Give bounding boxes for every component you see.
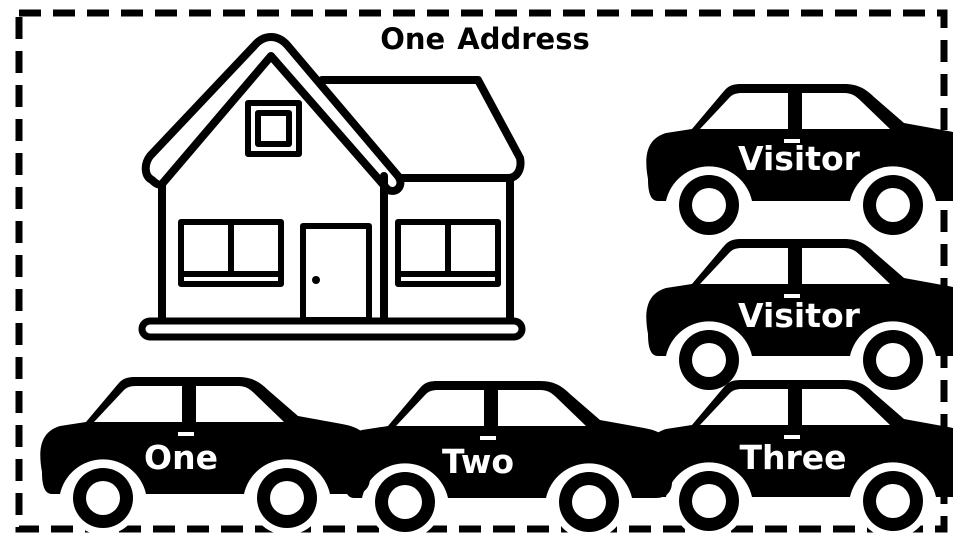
- car-label: Three: [739, 438, 846, 477]
- diagram-title: One Address: [355, 22, 615, 56]
- car-label: One: [144, 438, 218, 477]
- car-label: Visitor: [738, 139, 861, 178]
- car-three: Three: [646, 380, 953, 535]
- car-one: One: [40, 377, 370, 535]
- car-visitor-1: Visitor: [646, 84, 953, 242]
- car-visitor-2: Visitor: [646, 239, 953, 397]
- house-icon: [142, 37, 522, 337]
- car-label: Visitor: [738, 296, 861, 335]
- car-label: Two: [442, 442, 514, 481]
- car-two: Two: [342, 381, 672, 535]
